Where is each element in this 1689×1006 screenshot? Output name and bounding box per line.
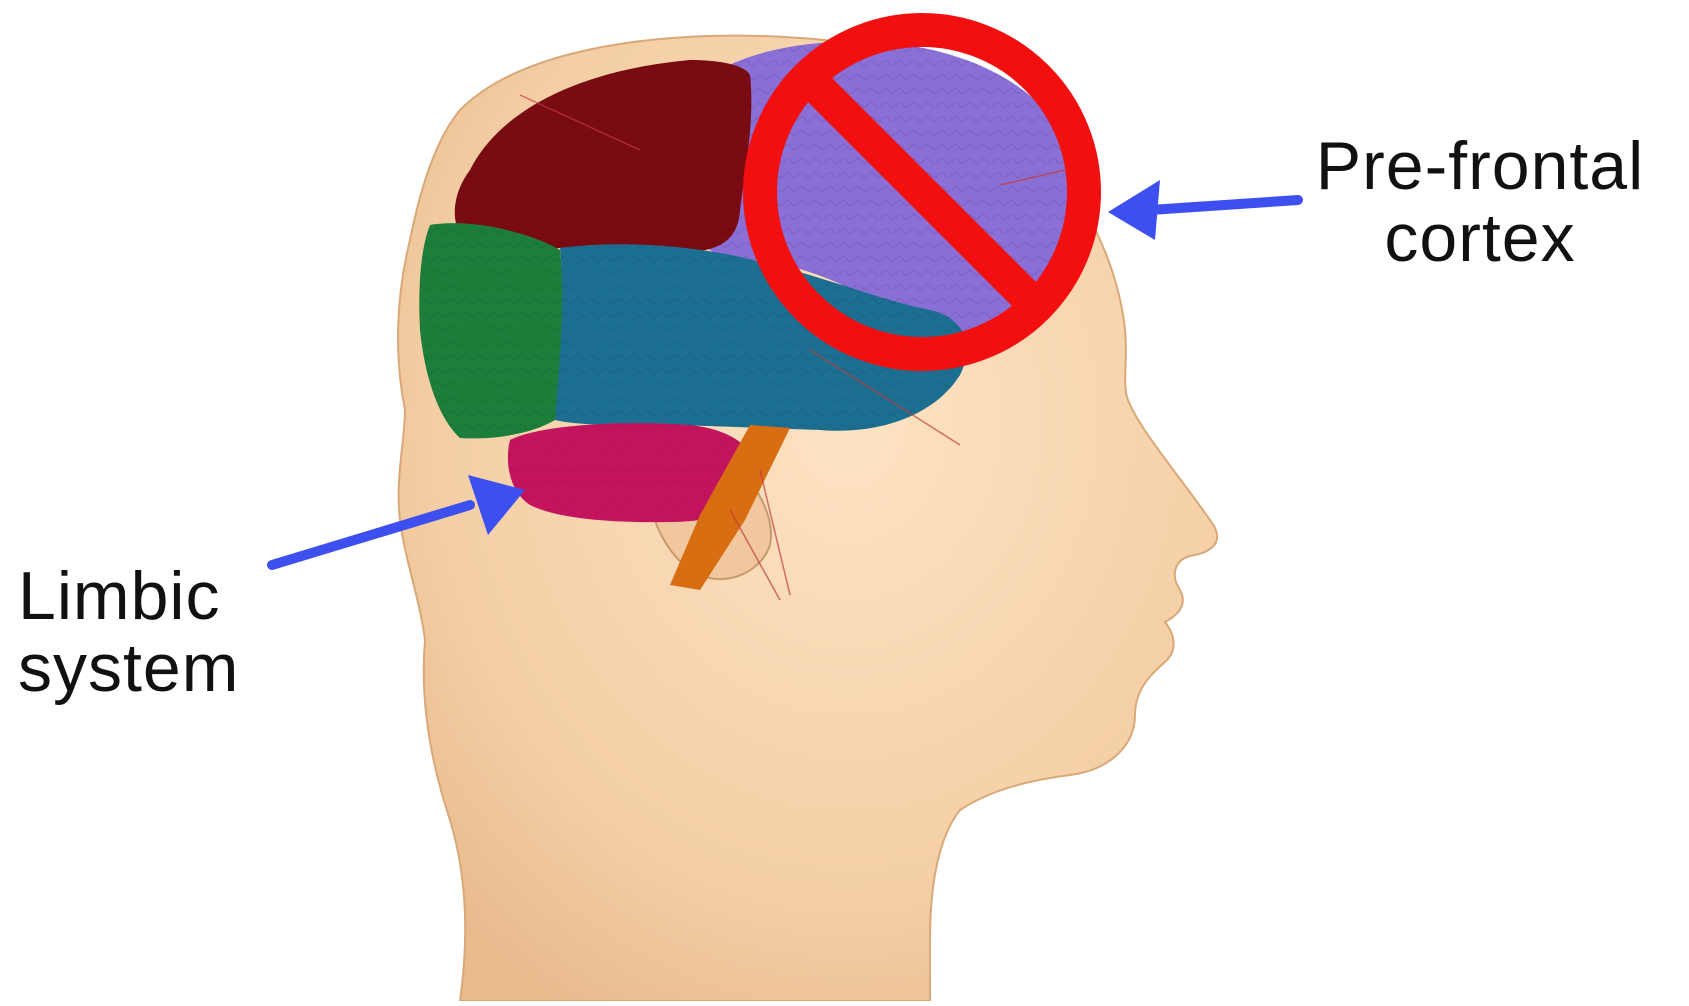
prefrontal-label-line1: Pre-frontal (1300, 130, 1660, 202)
prefrontal-label-line2: cortex (1300, 202, 1660, 274)
limbic-label-line1: Limbic (18, 560, 278, 632)
prefrontal-arrow (1108, 180, 1298, 240)
limbic-label-line2: system (18, 632, 278, 704)
prefrontal-cortex-label: Pre-frontal cortex (1300, 130, 1660, 274)
limbic-system-label: Limbic system (18, 560, 278, 704)
